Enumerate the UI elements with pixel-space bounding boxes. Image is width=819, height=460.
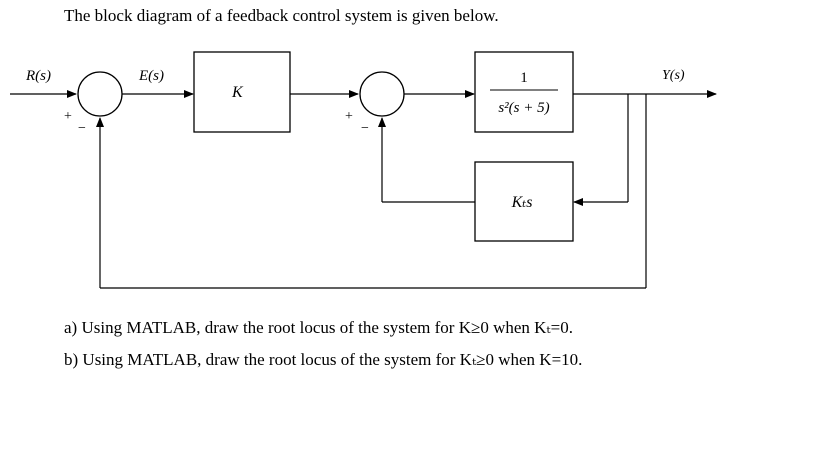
controller-block	[193, 51, 291, 133]
junction1-minus-sign: −	[78, 121, 86, 136]
summing-junction-1	[77, 71, 123, 117]
summing-junction-2	[359, 71, 405, 117]
plant-denominator: s²(s + 5)	[498, 100, 549, 116]
output-label: Y(s)	[662, 68, 685, 83]
error-label: E(s)	[138, 68, 164, 84]
plant-block	[474, 51, 574, 133]
problem-statement: The block diagram of a feedback control …	[64, 6, 499, 25]
controller-gain-label: K	[231, 84, 244, 101]
junction1-plus-sign: +	[64, 109, 72, 124]
plant-numerator: 1	[520, 70, 528, 86]
input-label: R(s)	[25, 68, 51, 84]
junction2-plus-sign: +	[345, 109, 353, 124]
junction2-minus-sign: −	[361, 121, 369, 136]
question-a: a) Using MATLAB, draw the root locus of …	[64, 318, 573, 337]
rate-feedback-label: Kₜs	[511, 194, 533, 211]
rate-feedback-block	[474, 161, 574, 242]
question-b: b) Using MATLAB, draw the root locus of …	[64, 350, 583, 369]
